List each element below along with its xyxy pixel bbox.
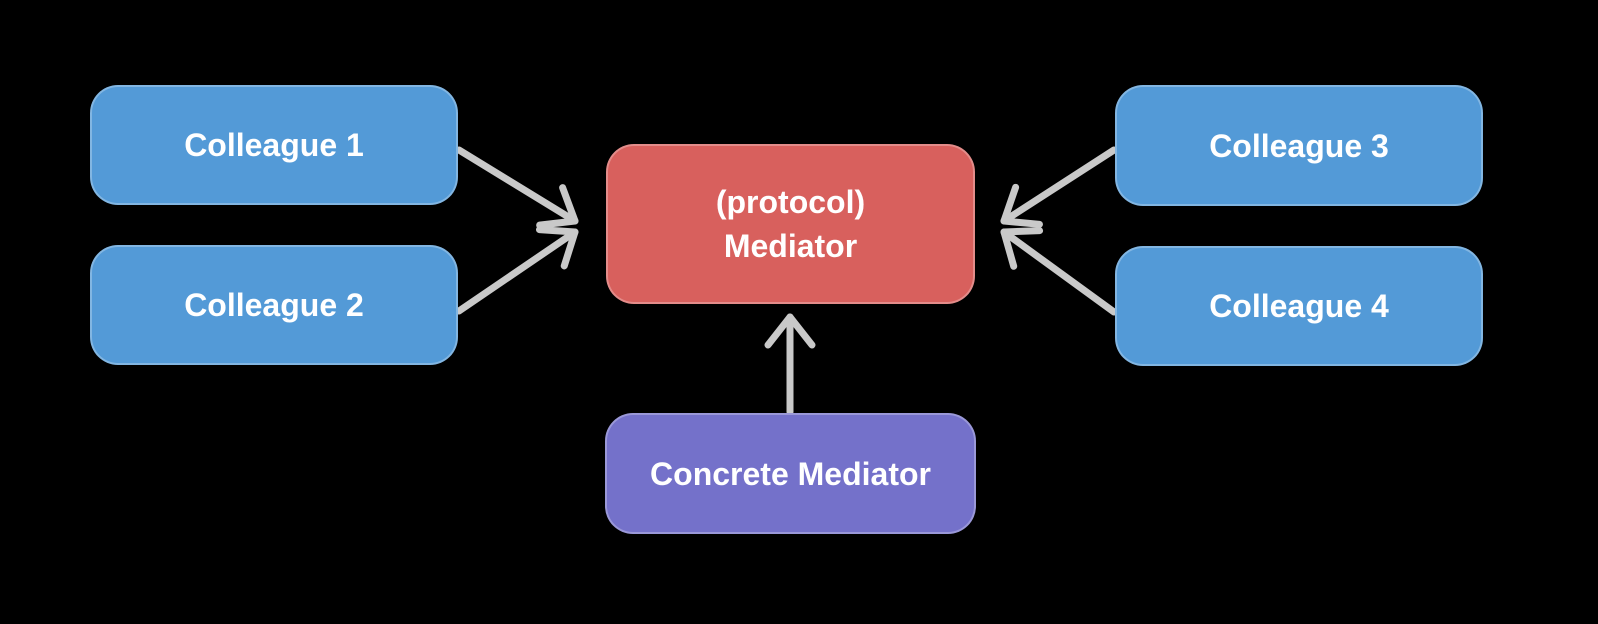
node-concrete-mediator: Concrete Mediator bbox=[605, 413, 976, 534]
edge-colleague1-to-mediator bbox=[455, 146, 579, 229]
node-mediator-label-line2: Mediator bbox=[723, 228, 858, 264]
node-mediator-label-line1: (protocol) bbox=[715, 184, 866, 220]
node-colleague-3-label: Colleague 3 bbox=[1209, 127, 1389, 164]
node-colleague-2: Colleague 2 bbox=[90, 245, 458, 365]
edge-colleague4-to-mediator bbox=[1000, 227, 1118, 316]
node-colleague-4-label: Colleague 4 bbox=[1209, 288, 1389, 324]
edge-colleague3-to-mediator bbox=[1000, 146, 1118, 228]
node-mediator: (protocol) Mediator bbox=[606, 144, 975, 304]
node-colleague-3: Colleague 3 bbox=[1115, 85, 1483, 206]
node-colleague-4: Colleague 4 bbox=[1115, 246, 1483, 366]
node-colleague-2-label: Colleague 2 bbox=[184, 287, 364, 323]
edge-colleague2-to-mediator bbox=[455, 226, 579, 315]
node-colleague-1-label: Colleague 1 bbox=[184, 127, 364, 163]
node-colleague-1: Colleague 1 bbox=[90, 85, 458, 205]
node-concrete-mediator-label: Concrete Mediator bbox=[650, 455, 931, 492]
